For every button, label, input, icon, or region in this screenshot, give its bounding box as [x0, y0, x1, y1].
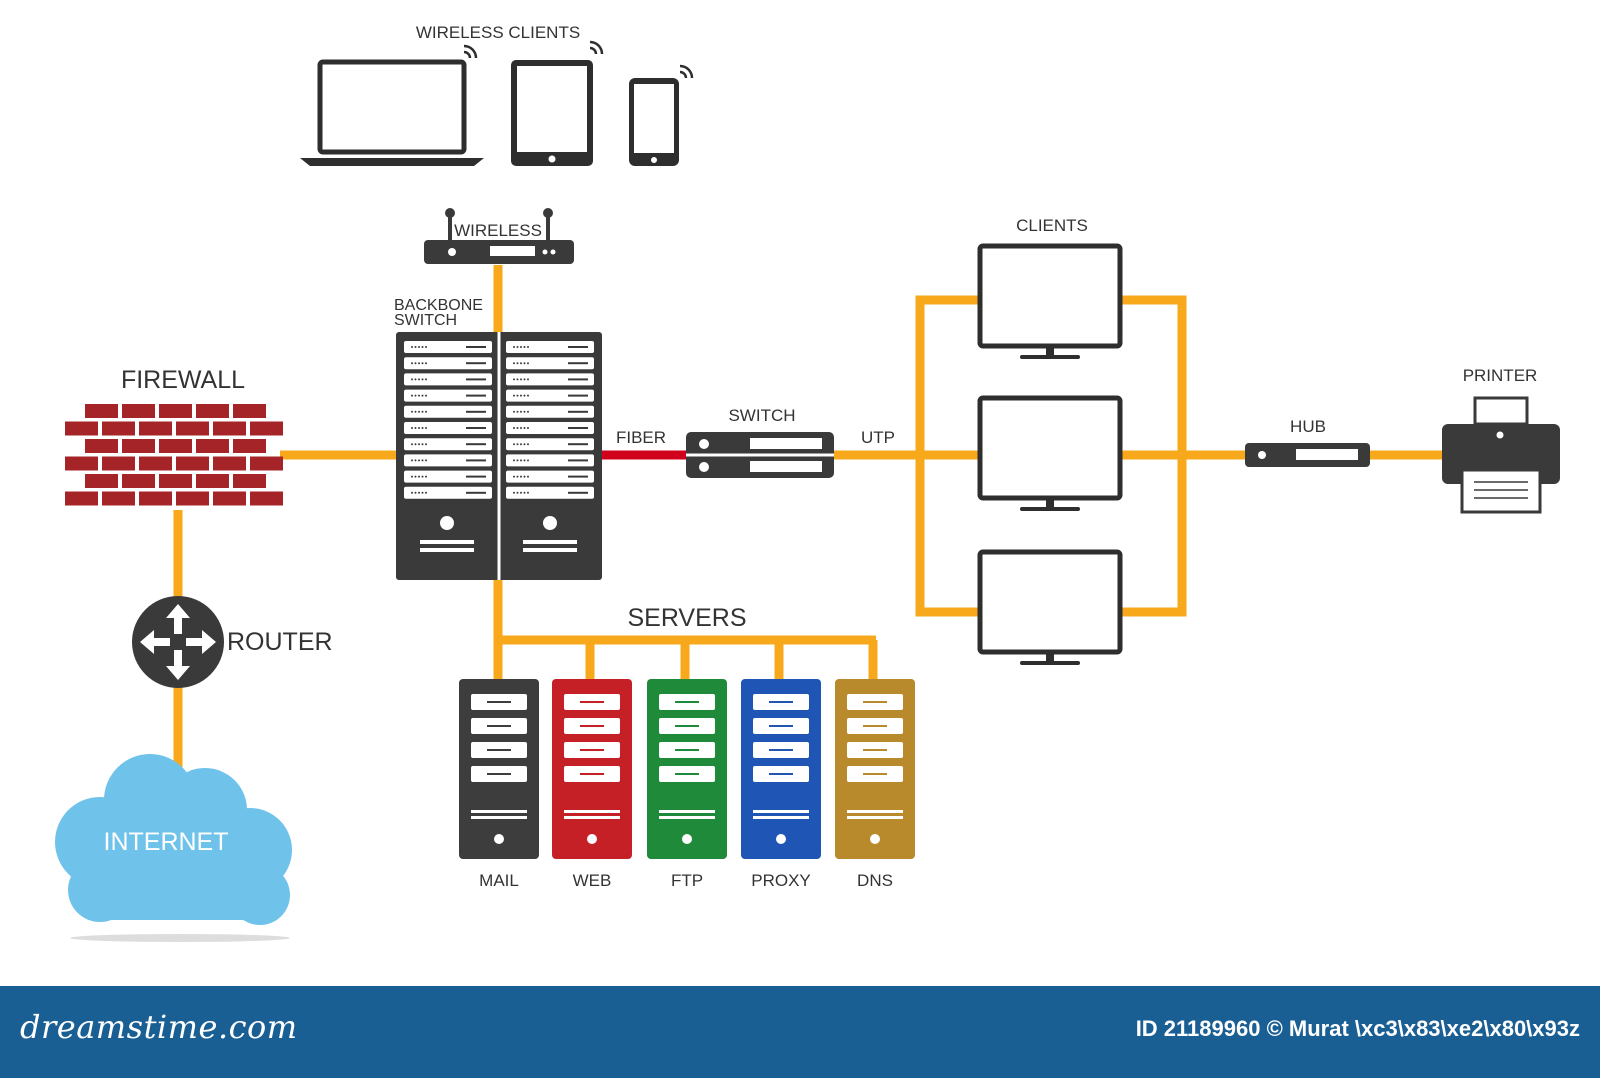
wireless-access-point: [424, 208, 574, 264]
printer-label: PRINTER: [1463, 366, 1538, 385]
hub-icon: [1245, 443, 1370, 467]
backbone-slots: [404, 341, 594, 499]
backbone-switch-label-line1: BACKBONE: [394, 297, 483, 314]
phone-icon: [629, 78, 679, 166]
server-mail: [459, 679, 539, 859]
wireless-label: WIRELESS: [454, 221, 542, 240]
utp-label: UTP: [861, 428, 895, 447]
server-label-ftp: FTP: [671, 871, 703, 890]
fiber-label: FIBER: [616, 428, 666, 447]
monitor-icon: [977, 243, 1123, 359]
cloud-icon: [55, 754, 292, 925]
firewall-label: FIREWALL: [121, 366, 245, 394]
switch-icon: [686, 432, 834, 478]
switch-label: SWITCH: [728, 406, 795, 425]
clients-label: CLIENTS: [1016, 216, 1088, 235]
backbone-switch: [396, 332, 602, 580]
printer-icon: [1442, 396, 1560, 514]
footer-bar: dreamstime.com ID 21189960 © Murat \xc3\…: [0, 986, 1600, 1078]
router-label: ROUTER: [227, 628, 333, 656]
server-ftp: [647, 679, 727, 859]
server-label-dns: DNS: [857, 871, 893, 890]
servers-label: SERVERS: [627, 604, 746, 632]
client-monitors: [977, 243, 1123, 665]
wifi-icon: [463, 40, 694, 79]
brick-wall-icon: [65, 404, 283, 506]
server-label-mail: MAIL: [479, 871, 519, 890]
server-proxy: [741, 679, 821, 859]
server-web: [552, 679, 632, 859]
internet-label: INTERNET: [104, 828, 229, 856]
backbone-switch-label-line2: SWITCH: [394, 312, 457, 329]
tablet-icon: [511, 60, 593, 166]
monitor-icon: [977, 395, 1123, 511]
server-label-web: WEB: [573, 871, 612, 890]
wireless-clients-label: WIRELESS CLIENTS: [416, 23, 580, 42]
footer-id-text: ID 21189960 © Murat \xc3\x83\xe2\x80\x93…: [1135, 1016, 1580, 1041]
cables: [173, 265, 1442, 770]
monitor-icon: [977, 549, 1123, 665]
laptop-icon: [300, 59, 484, 166]
server-label-proxy: PROXY: [751, 871, 811, 890]
server-dns: [835, 679, 915, 859]
router-icon: [132, 596, 224, 688]
server-group: MAIL WEB FTP PROXY DNS: [459, 679, 915, 890]
hub-label: HUB: [1290, 417, 1326, 436]
footer-logo[interactable]: dreamstime.com: [20, 1008, 298, 1046]
